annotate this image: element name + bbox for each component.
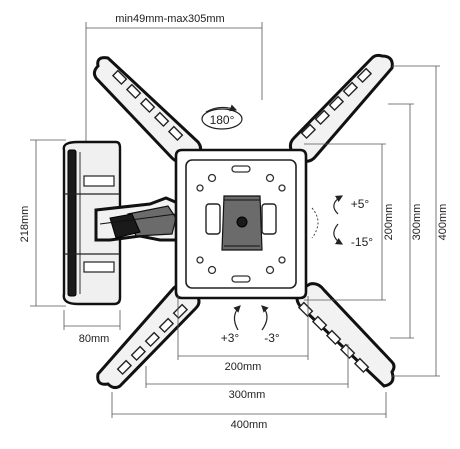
- arm-span-dimension: min49mm-max305mm: [85, 13, 263, 150]
- arm-bottom-right: [295, 282, 396, 388]
- vesa-h-400-label: 400mm: [231, 419, 268, 431]
- level-plus-label: +3°: [221, 331, 240, 345]
- vesa-v-300-label: 300mm: [411, 204, 423, 241]
- tilt-indicator: +5° -15°: [311, 195, 373, 249]
- tilt-down-label: -15°: [351, 235, 373, 249]
- tv-plate: [174, 148, 308, 300]
- wall-width-label: 80mm: [79, 333, 110, 345]
- vesa-v-200-label: 200mm: [383, 204, 395, 241]
- level-indicator: +3° -3°: [221, 305, 280, 345]
- wall-height-dimension: 218mm: [19, 139, 66, 307]
- swivel-indicator: 180°: [201, 104, 243, 130]
- wall-plate: [62, 140, 122, 306]
- arm-top-right: [288, 53, 394, 163]
- swivel-label: 180°: [210, 113, 235, 127]
- arm-span-label: min49mm-max305mm: [115, 13, 224, 25]
- vesa-v-400-label: 400mm: [437, 204, 449, 241]
- vesa-h-300-label: 300mm: [229, 389, 266, 401]
- tilt-up-label: +5°: [351, 197, 370, 211]
- vesa-horizontal-dimensions: 200mm 300mm 400mm: [111, 296, 387, 431]
- wall-height-label: 218mm: [19, 206, 31, 243]
- vesa-h-200-label: 200mm: [225, 361, 262, 373]
- level-minus-label: -3°: [264, 331, 280, 345]
- vesa-vertical-dimensions: 200mm 300mm 400mm: [304, 65, 449, 377]
- articulating-arm: [94, 196, 182, 242]
- wall-width-dimension: 80mm: [63, 310, 121, 345]
